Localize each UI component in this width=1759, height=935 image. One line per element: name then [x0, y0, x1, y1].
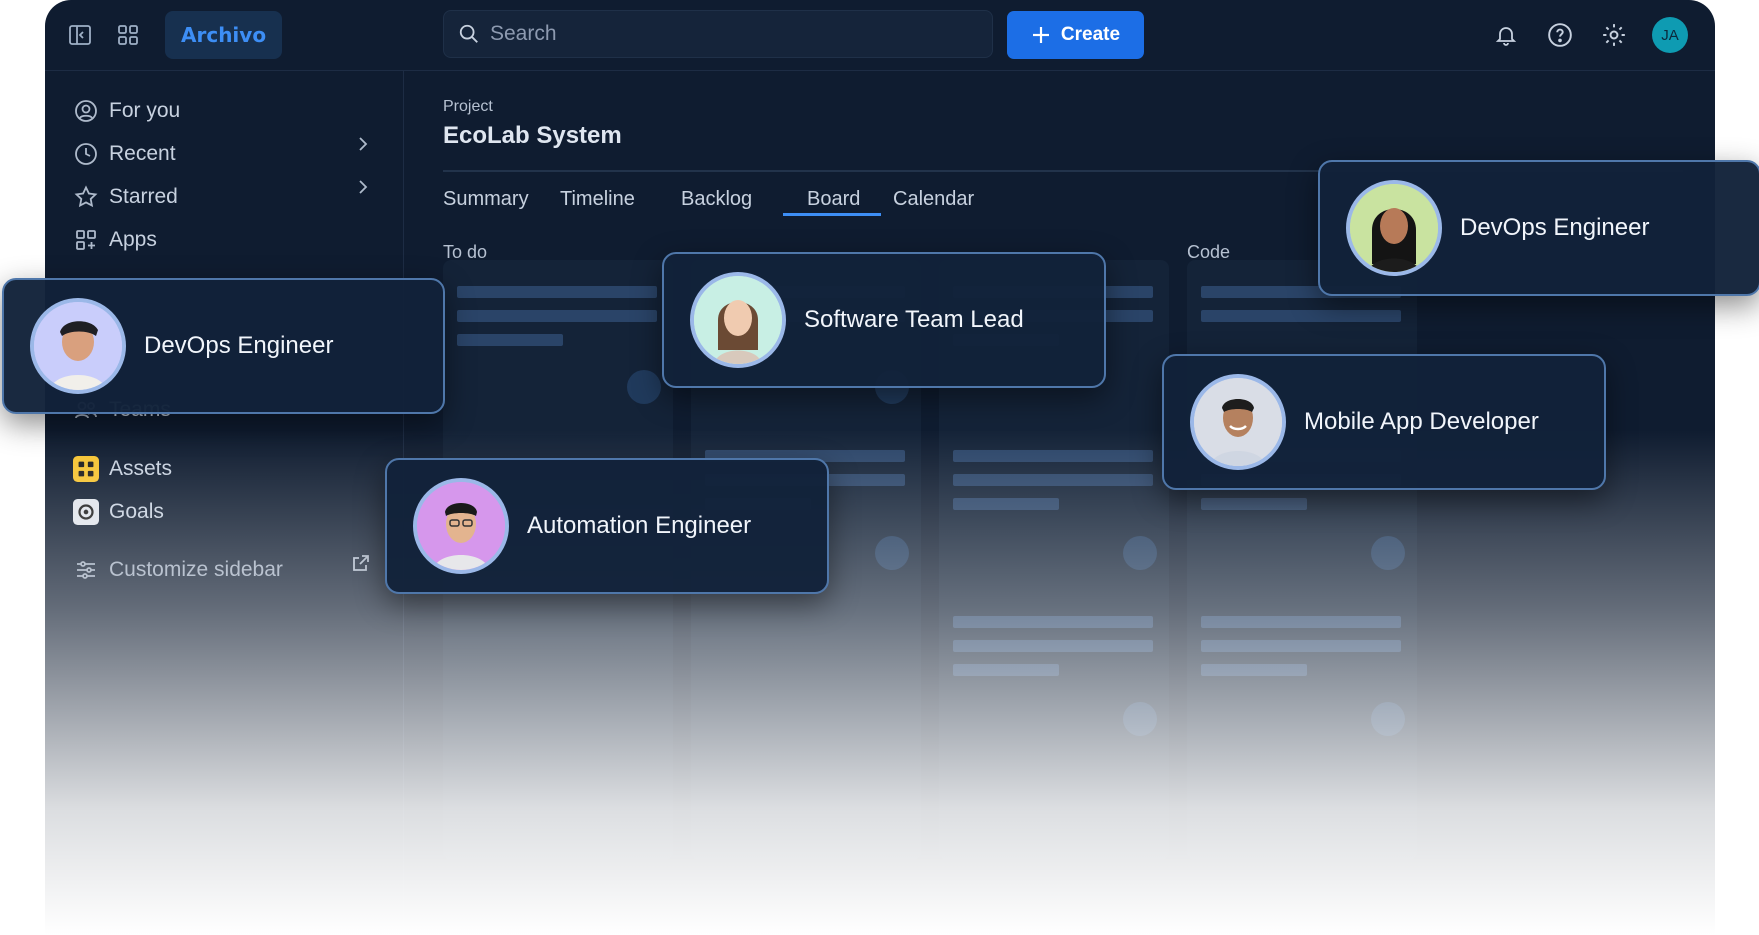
sidebar: For you Recent Starred Apps Teams Assets…	[45, 70, 404, 935]
avatar	[690, 272, 786, 368]
app-switcher-icon[interactable]	[113, 20, 143, 50]
star-icon	[73, 184, 99, 210]
apps-grid-icon	[73, 227, 99, 253]
tab-backlog[interactable]: Backlog	[681, 188, 753, 210]
column-header-code: Code	[1187, 242, 1231, 262]
role-card[interactable]: DevOps Engineer	[1318, 160, 1759, 296]
customize-sidebar-link[interactable]: Customize sidebar	[73, 557, 283, 583]
board-column	[1187, 260, 1417, 860]
avatar	[1190, 374, 1286, 470]
plus-icon	[1032, 27, 1049, 43]
sidebar-item-recent[interactable]: Recent	[73, 141, 176, 167]
avatar	[413, 478, 509, 574]
role-label: Software Team Lead	[804, 306, 1024, 333]
role-label: DevOps Engineer	[144, 332, 334, 359]
tab-summary[interactable]: Summary	[443, 188, 529, 210]
role-label: Automation Engineer	[527, 512, 752, 539]
clock-icon	[73, 141, 99, 167]
sidebar-item-label: Goals	[109, 500, 164, 523]
customize-sidebar-label: Customize sidebar	[109, 558, 283, 581]
tab-board[interactable]: Board	[807, 188, 861, 210]
tab-calendar[interactable]: Calendar	[893, 188, 975, 210]
search-icon	[459, 24, 478, 43]
create-button[interactable]: Create	[1007, 11, 1144, 59]
bell-icon[interactable]	[1491, 20, 1521, 50]
role-card[interactable]: DevOps Engineer	[2, 278, 445, 414]
avatar	[30, 298, 126, 394]
avatar	[1346, 180, 1442, 276]
help-icon[interactable]	[1545, 20, 1575, 50]
sidebar-item-label: Recent	[109, 142, 176, 165]
active-tab-indicator	[783, 213, 881, 216]
role-card[interactable]: Automation Engineer	[385, 458, 829, 594]
search-input[interactable]: Search	[443, 10, 993, 58]
assets-icon	[73, 456, 99, 482]
role-card[interactable]: Software Team Lead	[662, 252, 1106, 388]
divider	[443, 170, 1683, 172]
gear-icon[interactable]	[1599, 20, 1629, 50]
create-label: Create	[1060, 24, 1121, 45]
search-placeholder: Search	[490, 22, 557, 45]
sidebar-item-for-you[interactable]: For you	[73, 98, 180, 124]
project-label: Project	[443, 98, 493, 115]
user-circle-icon	[73, 98, 99, 124]
role-label: Mobile App Developer	[1304, 408, 1539, 435]
brand-logo[interactable]: Archivo	[165, 11, 283, 59]
target-icon	[73, 499, 99, 525]
sidebar-item-label: Apps	[109, 228, 157, 251]
user-avatar[interactable]: JA	[1652, 17, 1688, 53]
sidebar-item-assets[interactable]: Assets	[73, 456, 172, 482]
sidebar-item-starred[interactable]: Starred	[73, 184, 178, 210]
external-link-icon[interactable]	[351, 553, 371, 573]
sidebar-toggle-icon[interactable]	[65, 20, 95, 50]
sidebar-item-label: For you	[109, 99, 181, 122]
tab-timeline[interactable]: Timeline	[560, 188, 635, 210]
page-title: EcoLab System	[443, 122, 622, 149]
column-header-todo: To do	[443, 242, 488, 262]
role-card[interactable]: Mobile App Developer	[1162, 354, 1606, 490]
chevron-right-icon[interactable]	[355, 179, 371, 195]
role-label: DevOps Engineer	[1460, 214, 1650, 241]
sidebar-item-goals[interactable]: Goals	[73, 499, 164, 525]
chevron-right-icon[interactable]	[355, 136, 371, 152]
sidebar-item-apps[interactable]: Apps	[73, 227, 157, 253]
top-bar: Archivo Search Create JA	[45, 0, 1715, 71]
sidebar-item-label: Assets	[109, 457, 173, 480]
sliders-icon	[73, 557, 99, 583]
sidebar-item-label: Starred	[109, 185, 178, 208]
